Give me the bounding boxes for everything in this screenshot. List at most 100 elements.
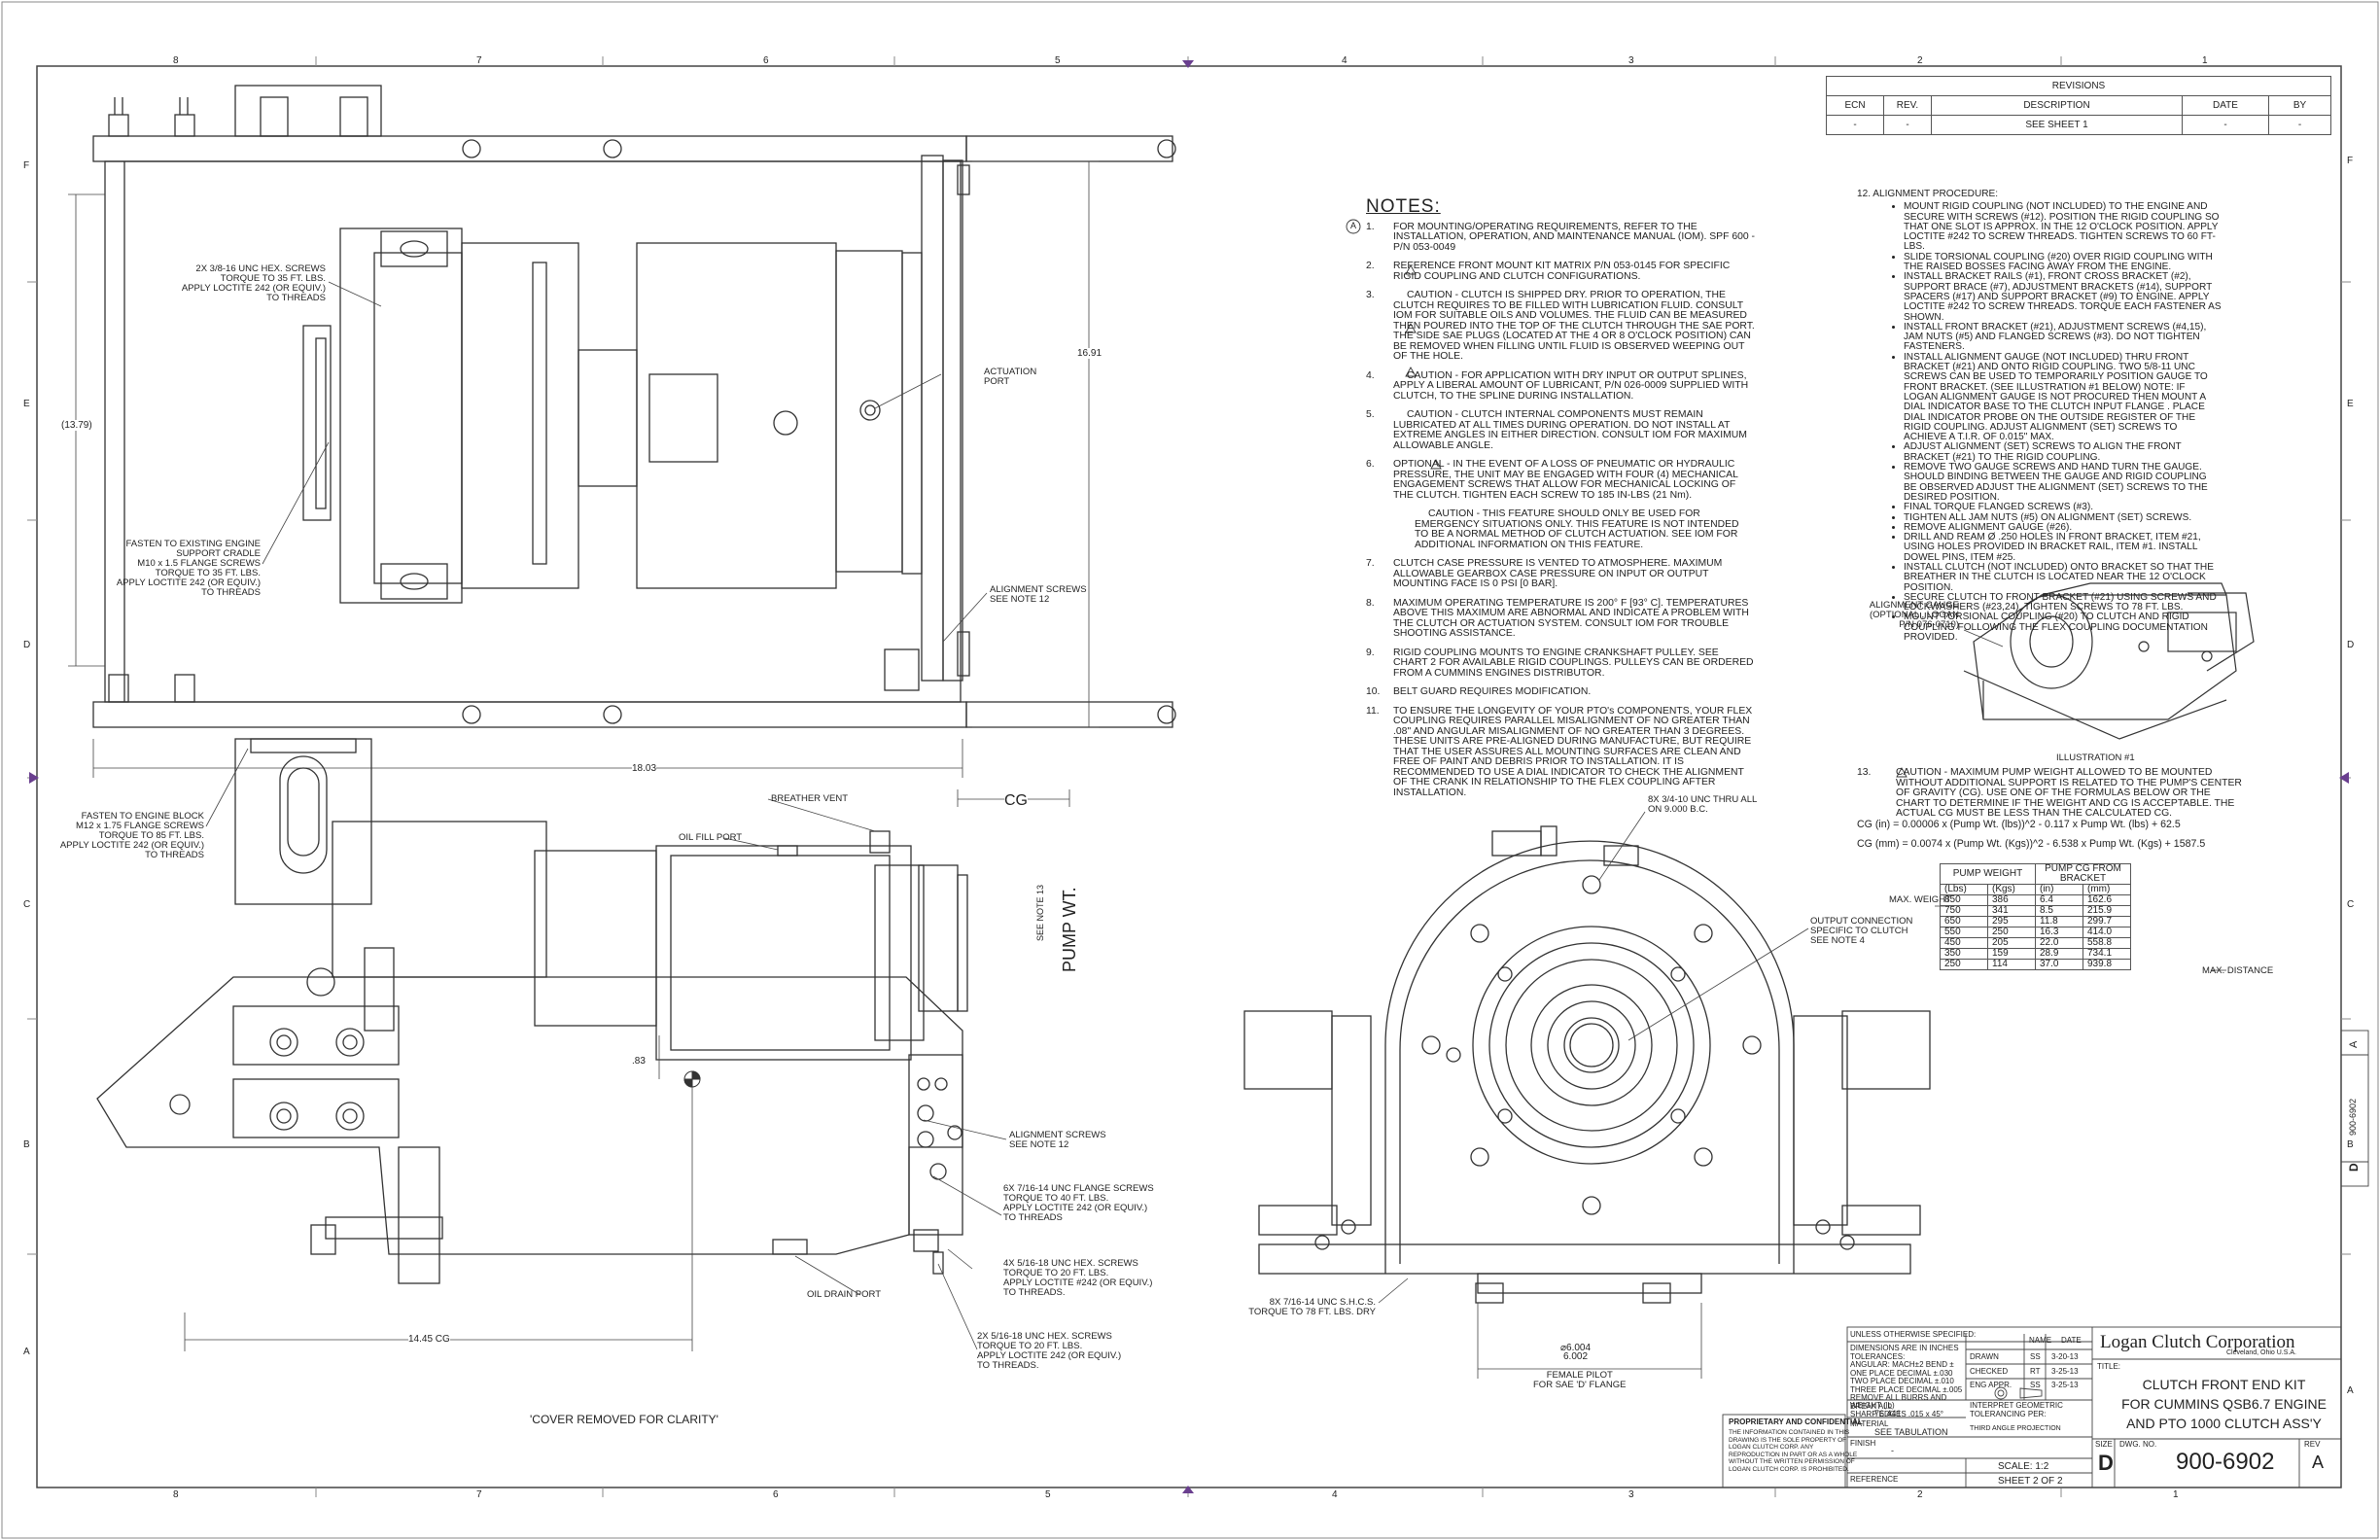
note-9: 9.RIGID COUPLING MOUNTS TO ENGINE CRANKS… xyxy=(1366,647,1754,679)
rev-value: A xyxy=(2312,1452,2325,1472)
table-cell: 6.4 xyxy=(2035,894,2083,906)
alignment-step: TIGHTEN ALL JAM NUTS (#5) ON ALIGNMENT (… xyxy=(1904,512,2222,523)
col-mm: (mm) xyxy=(2082,884,2131,895)
zone-top-7: 7 xyxy=(476,55,482,66)
alignment-step: REMOVE ALIGNMENT GAUGE (#26). xyxy=(1904,522,2222,533)
company-location: Cleveland, Ohio U.S.A. xyxy=(2226,1349,2296,1356)
alignment-step: MOUNT RIGID COUPLING (NOT INCLUDED) TO T… xyxy=(1904,202,2222,253)
formula-in: CG (in) = 0.00006 x (Pump Wt. (lbs))^2 -… xyxy=(1857,819,2181,830)
max-distance-label: MAX. DISTANCE xyxy=(2202,965,2274,976)
note-13: 13. CAUTION - MAXIMUM PUMP WEIGHT ALLOWE… xyxy=(1857,767,2242,820)
zone-right-B: B xyxy=(2347,1139,2354,1150)
zone-left-B: B xyxy=(23,1139,30,1150)
rev-cell: - xyxy=(2268,115,2331,135)
table-cell: 558.8 xyxy=(2082,937,2131,949)
zone-top-1: 1 xyxy=(2202,55,2208,66)
col-lbs: (Lbs) xyxy=(1940,884,1988,895)
zone-bottom-8: 8 xyxy=(173,1489,179,1500)
weight-label: WEIGHT (lb) xyxy=(1850,1401,1895,1410)
company-name: Logan Clutch Corporation xyxy=(2100,1332,2295,1352)
note-8: 8.MAXIMUM OPERATING TEMPERATURE IS 200° … xyxy=(1366,597,1749,639)
revisions-table: REVISIONS ECN REV. DESCRIPTION DATE BY -… xyxy=(1826,76,2331,135)
table-cell: 16.3 xyxy=(2035,927,2083,938)
alignment-step: REMOVE TWO GAUGE SCREWS AND HAND TURN TH… xyxy=(1904,462,2222,503)
note-6: 6.OPTIONAL - IN THE EVENT OF A LOSS OF P… xyxy=(1366,459,1738,501)
drawn-date: 3-20-13 xyxy=(2051,1352,2079,1361)
dwg-label: DWG. NO. xyxy=(2119,1440,2157,1449)
alignment-step: INSTALL FRONT BRACKET (#21), ADJUSTMENT … xyxy=(1904,322,2222,353)
revisions-title: REVISIONS xyxy=(1826,76,2331,96)
material-label: MATERIAL xyxy=(1850,1419,1889,1428)
rev-label: REV xyxy=(2304,1440,2321,1449)
rev-cell: - xyxy=(1883,115,1932,135)
unless-specified: UNLESS OTHERWISE SPECIFIED: xyxy=(1850,1330,1977,1339)
rev-cell: SEE SHEET 1 xyxy=(1931,115,2183,135)
rev-cell: - xyxy=(1826,115,1884,135)
table-cell: 650 xyxy=(1940,916,1988,928)
table-cell: 250 xyxy=(1987,927,2036,938)
table-cell: 11.8 xyxy=(2035,916,2083,928)
alignment-step: MOUNT TORSIONAL COUPLING (#20) TO CLUTCH… xyxy=(1904,612,2222,643)
dim-0-83: .83 xyxy=(632,1056,646,1067)
title-block xyxy=(1722,1030,2369,1488)
cover-removed-note: 'COVER REMOVED FOR CLARITY' xyxy=(530,1413,718,1426)
checked-name: RT xyxy=(2030,1367,2041,1376)
eng-label: ENG APPR. xyxy=(1970,1381,2012,1389)
zone-bottom-5: 5 xyxy=(1045,1489,1051,1500)
finish-label: FINISH xyxy=(1850,1439,1876,1448)
alignment-procedure: 12. ALIGNMENT PROCEDURE: MOUNT RIGID COU… xyxy=(1857,189,2222,643)
col-kgs: (Kgs) xyxy=(1987,884,2036,895)
side-tab-rev: A xyxy=(2348,1040,2360,1048)
table-cell: 162.6 xyxy=(2082,894,2131,906)
illustration-caption: ILLUSTRATION #1 xyxy=(2056,752,2135,763)
table-cell: 734.1 xyxy=(2082,948,2131,960)
size-label: SIZE xyxy=(2095,1440,2113,1449)
alignment-steps: MOUNT RIGID COUPLING (NOT INCLUDED) TO T… xyxy=(1857,202,2222,643)
table-cell: 215.9 xyxy=(2082,905,2131,917)
zone-left-F: F xyxy=(23,160,30,171)
alignment-step: INSTALL BRACKET RAILS (#1), FRONT CROSS … xyxy=(1904,272,2222,323)
rev-col-by: BY xyxy=(2268,95,2331,116)
see-note-13: SEE NOTE 13 xyxy=(1035,884,1045,941)
name-header: NAME xyxy=(2029,1336,2052,1345)
zone-top-3: 3 xyxy=(1628,55,1634,66)
zone-left-A: A xyxy=(23,1347,30,1357)
table-cell: 299.7 xyxy=(2082,916,2131,928)
checked-date: 3-25-13 xyxy=(2051,1367,2079,1376)
zone-bottom-1: 1 xyxy=(2173,1489,2179,1500)
side-view xyxy=(96,738,968,1284)
finish-value: - xyxy=(1891,1446,1894,1455)
eng-date: 3-25-13 xyxy=(2051,1381,2079,1389)
zone-bottom-3: 3 xyxy=(1628,1489,1634,1500)
zone-bottom-6: 6 xyxy=(773,1489,779,1500)
table-cell: 550 xyxy=(1940,927,1988,938)
alignment-gauge-illustration xyxy=(1963,582,2255,740)
dim-13-79: (13.79) xyxy=(61,420,92,431)
zone-right-E: E xyxy=(2347,399,2354,409)
cg-marker: CG xyxy=(1004,792,1028,810)
side-tab-dwg: 900-6902 xyxy=(2348,1098,2358,1136)
table-cell: 22.0 xyxy=(2035,937,2083,949)
zone-right-D: D xyxy=(2347,640,2355,650)
zone-top-6: 6 xyxy=(763,55,769,66)
zone-top-2: 2 xyxy=(1917,55,1923,66)
rev-cell: - xyxy=(2182,115,2269,135)
